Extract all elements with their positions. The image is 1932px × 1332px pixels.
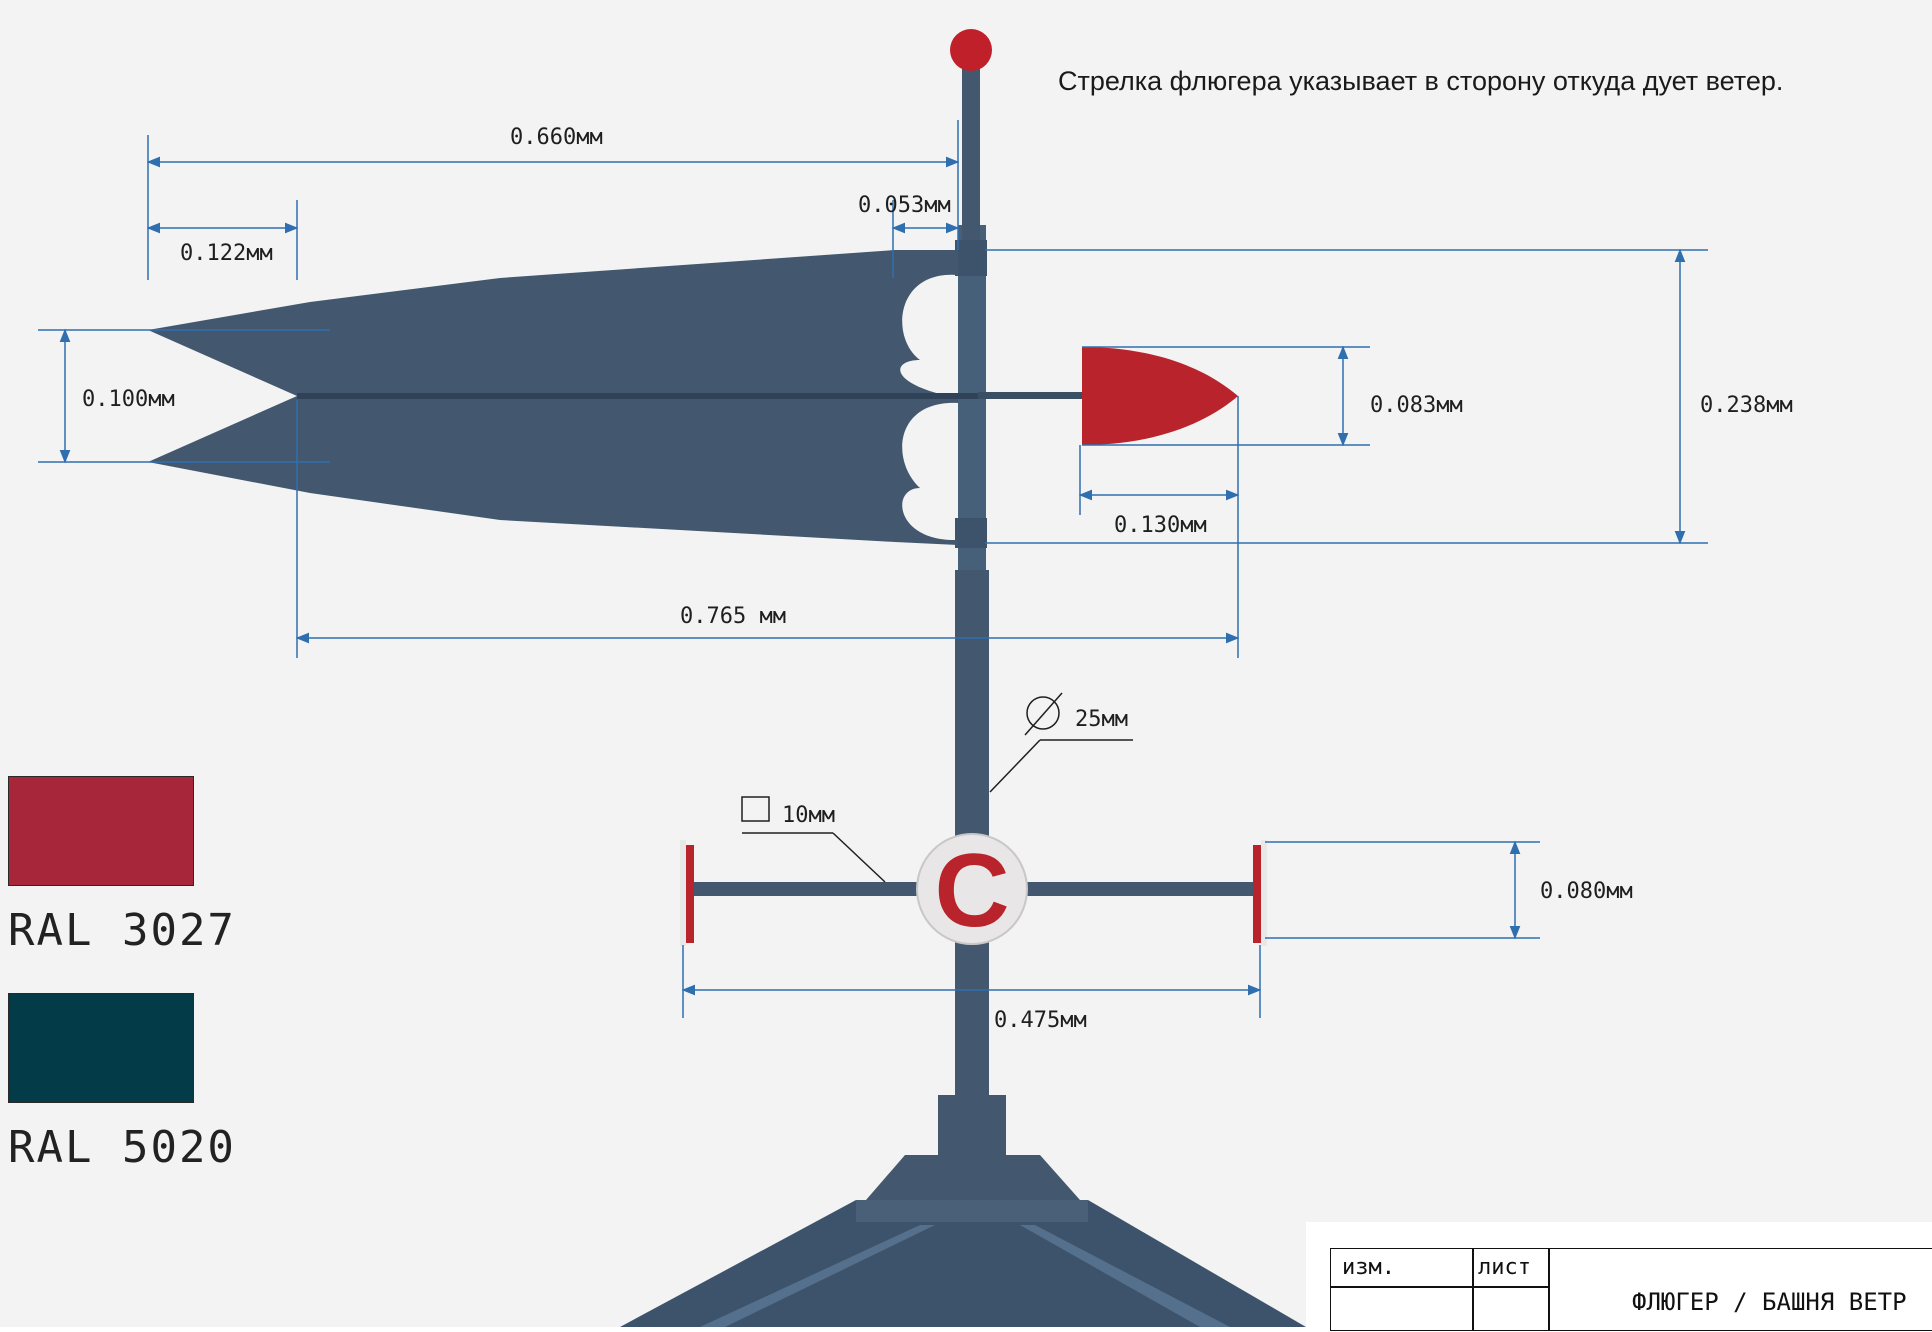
dim-label-083: 0.083мм — [1370, 393, 1463, 418]
title-block-cell-list — [1472, 1286, 1550, 1331]
title-block-cell-izm — [1330, 1286, 1474, 1331]
dim-label-130: 0.130мм — [1114, 513, 1207, 538]
title-block-cell-izm-head — [1330, 1248, 1474, 1288]
vane-banner — [148, 250, 987, 545]
cardinal-cross: C — [680, 833, 1267, 949]
dim-label-122: 0.122мм — [180, 241, 273, 266]
dim-label-square: 10мм — [782, 803, 835, 828]
dim-label-100: 0.100мм — [82, 387, 175, 412]
dim-label-diameter: 25мм — [1075, 707, 1128, 732]
emblem-letter: C — [934, 833, 1009, 949]
dim-label-765: 0.765 мм — [680, 604, 786, 629]
square-symbol — [741, 796, 770, 822]
dim-label-660: 0.660мм — [510, 125, 603, 150]
leader-lines — [741, 692, 1133, 883]
arrow-head — [978, 347, 1238, 445]
emblem-disc — [916, 833, 1028, 945]
dim-label-238: 0.238мм — [1700, 393, 1793, 418]
title-block-col-izm: изм. — [1342, 1255, 1395, 1280]
diameter-symbol — [1026, 696, 1060, 730]
swatch-label-ral-5020: RAL 5020 — [8, 1122, 236, 1173]
dim-label-053: 0.053мм — [858, 193, 951, 218]
dim-label-080: 0.080мм — [1540, 879, 1633, 904]
finial-ball — [950, 29, 992, 71]
title-block-title: ФЛЮГЕР / БАШНЯ ВЕТР — [1632, 1288, 1907, 1316]
title-block: изм. лист ФЛЮГЕР / БАШНЯ ВЕТР — [1306, 1222, 1932, 1331]
dim-label-475: 0.475мм — [994, 1008, 1087, 1033]
swatch-label-ral-3027: RAL 3027 — [8, 905, 236, 956]
wind-direction-note: Стрелка флюгера указывает в сторону отку… — [1058, 66, 1784, 96]
swatch-ral-5020 — [8, 993, 194, 1103]
title-block-col-list: лист — [1478, 1255, 1531, 1280]
title-block-cell-list-head — [1472, 1248, 1550, 1288]
dimension-lines — [38, 120, 1708, 1018]
roof-cap — [620, 1095, 1306, 1327]
swatch-ral-3027 — [8, 776, 194, 886]
